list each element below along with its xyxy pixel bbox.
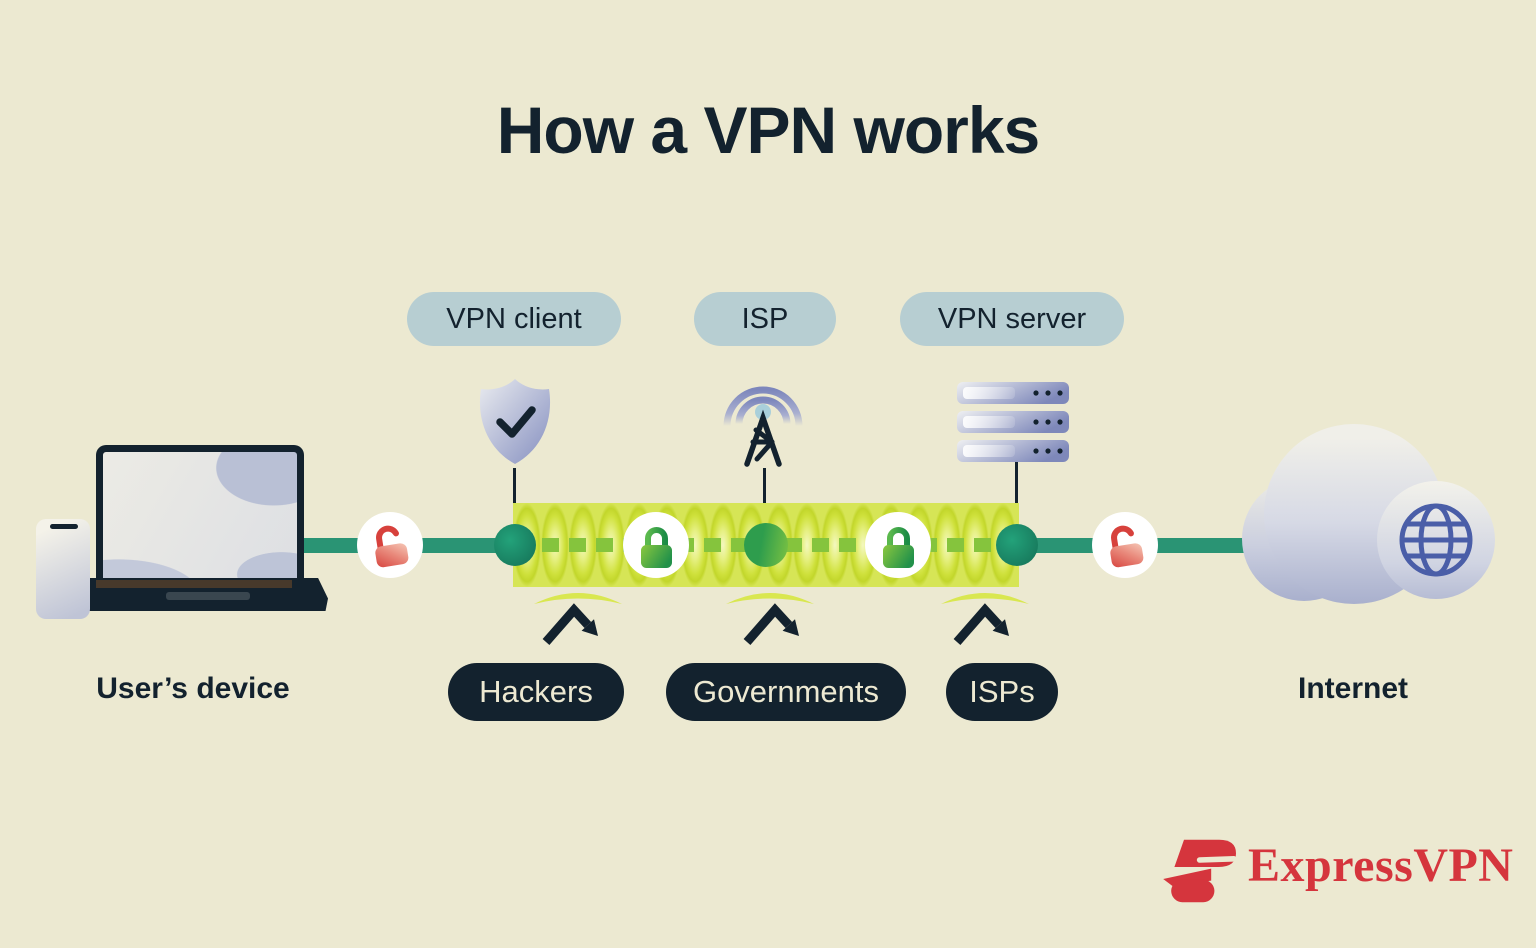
expressvpn-logo-mark-icon — [1163, 839, 1237, 903]
deflect-arc-icon — [726, 593, 814, 604]
governments-label: Governments — [692, 674, 880, 709]
closed-padlock-icon — [883, 527, 914, 568]
server-bar — [957, 411, 1069, 433]
tunnel-entry-dot — [494, 524, 536, 566]
laptop-touchpad — [166, 592, 250, 600]
deflect-arc-icon — [941, 593, 1029, 604]
encrypted-lock-badge-1 — [623, 512, 689, 578]
user-device-label: User’s device — [96, 672, 290, 705]
threat-pill-isps: ISPs — [946, 663, 1058, 721]
vpn-server-label: VPN server — [937, 302, 1087, 335]
bounce-arrow-icon — [542, 603, 598, 645]
radio-tower-icon — [723, 386, 803, 467]
threat-pill-governments: Governments — [666, 663, 906, 721]
isps-label: ISPs — [969, 674, 1035, 709]
shield-check-icon — [479, 379, 551, 464]
label-pill-vpn-client: VPN client — [407, 292, 621, 346]
server-bar — [957, 440, 1069, 462]
threat-pill-hackers: Hackers — [448, 663, 624, 721]
unencrypted-lock-badge-right — [1092, 512, 1158, 578]
globe-icon — [1399, 503, 1473, 577]
vpn-client-label: VPN client — [446, 302, 582, 335]
server-stack-icon — [957, 382, 1069, 462]
label-pill-isp: ISP — [694, 292, 836, 346]
hackers-label: Hackers — [479, 674, 593, 709]
isp-label: ISP — [741, 302, 789, 335]
unencrypted-lock-badge-left — [357, 512, 423, 578]
smartphone-icon — [36, 519, 90, 619]
globe-circle — [1377, 481, 1495, 599]
bounce-arrow-icon — [743, 603, 799, 645]
bounce-arrow-icon — [953, 603, 1009, 645]
smartphone-notch — [50, 524, 78, 529]
open-padlock-icon — [375, 525, 409, 568]
internet-label: Internet — [1297, 672, 1408, 705]
closed-padlock-icon — [641, 527, 672, 568]
encrypted-lock-badge-2 — [865, 512, 931, 578]
deflect-arc-icon — [534, 593, 622, 604]
page-title: How a VPN works — [496, 93, 1041, 167]
tunnel-exit-dot — [996, 524, 1038, 566]
laptop-keyboard — [96, 580, 292, 588]
tunnel-middle-dot — [744, 523, 788, 567]
open-padlock-icon — [1110, 525, 1144, 568]
label-pill-vpn-server: VPN server — [900, 292, 1124, 346]
laptop-icon — [96, 445, 304, 592]
brand-wordmark: ExpressVPN — [1248, 839, 1514, 892]
server-bar — [957, 382, 1069, 404]
